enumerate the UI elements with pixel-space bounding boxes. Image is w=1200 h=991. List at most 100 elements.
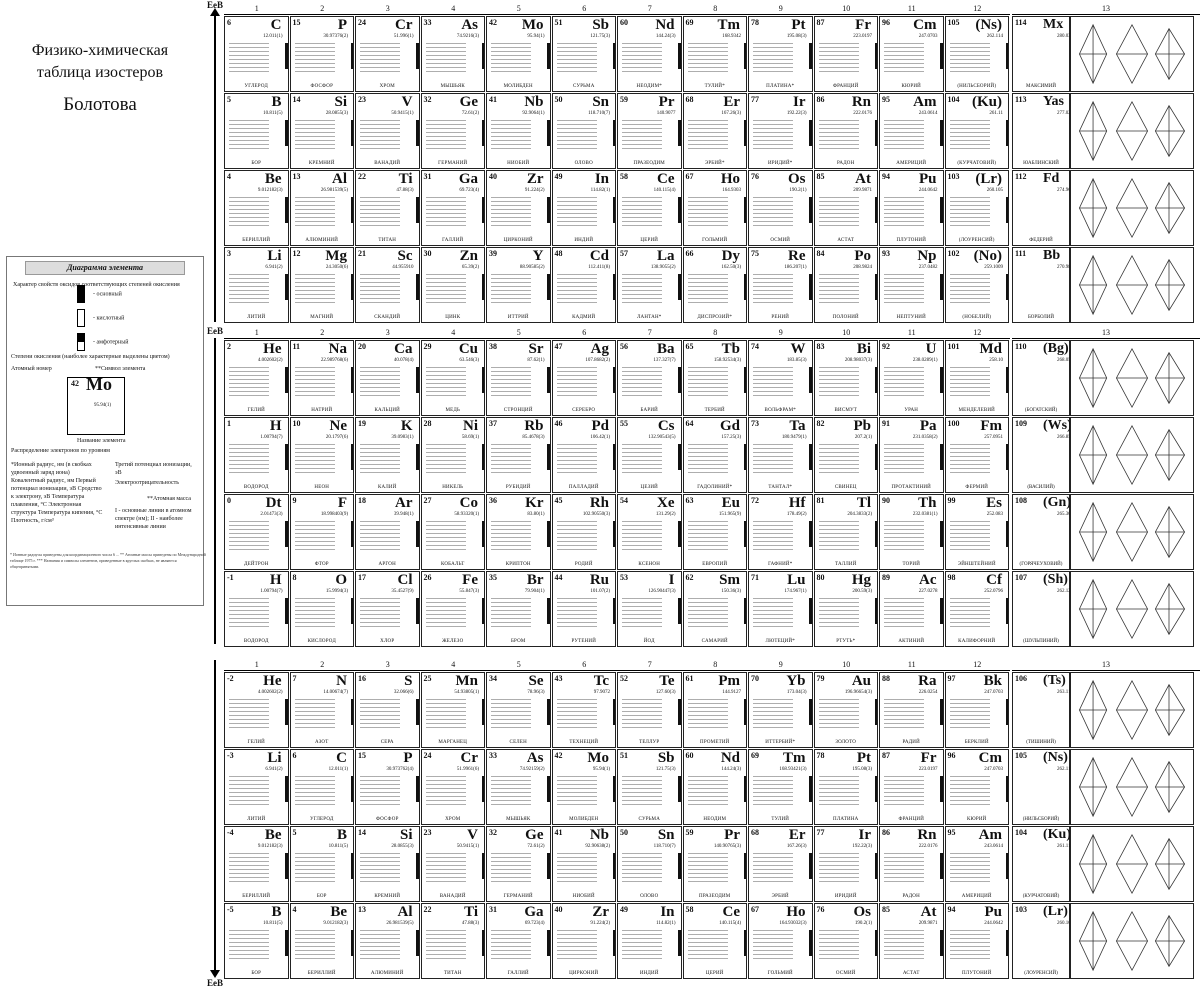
element-cell[interactable]: 103(Lr)260.105(ЛОУРЕНСИЙ) (944, 170, 1009, 246)
element-cell[interactable]: 105(Ns)262.114(НИЛЬСБОРИЙ) (944, 16, 1009, 92)
side-element-cell[interactable]: 110(Bg)268.05(3)(БОГАТСКИЙ) (1012, 340, 1077, 416)
side-element-cell[interactable]: 109(Ws)266.85(3)(ВАСИЛИЙ) (1012, 417, 1077, 493)
side-element-cell[interactable]: 107(Sh)262.12(ШУЛЬПИНИЙ) (1012, 571, 1071, 647)
side-element-cell[interactable]: 108(Gn)265.30(3)(ГОРЯЧЕУХОВИЙ) (1012, 494, 1077, 570)
element-cell[interactable]: 104(Ku)261.11(КУРЧАТОВИЙ) (944, 93, 1009, 169)
